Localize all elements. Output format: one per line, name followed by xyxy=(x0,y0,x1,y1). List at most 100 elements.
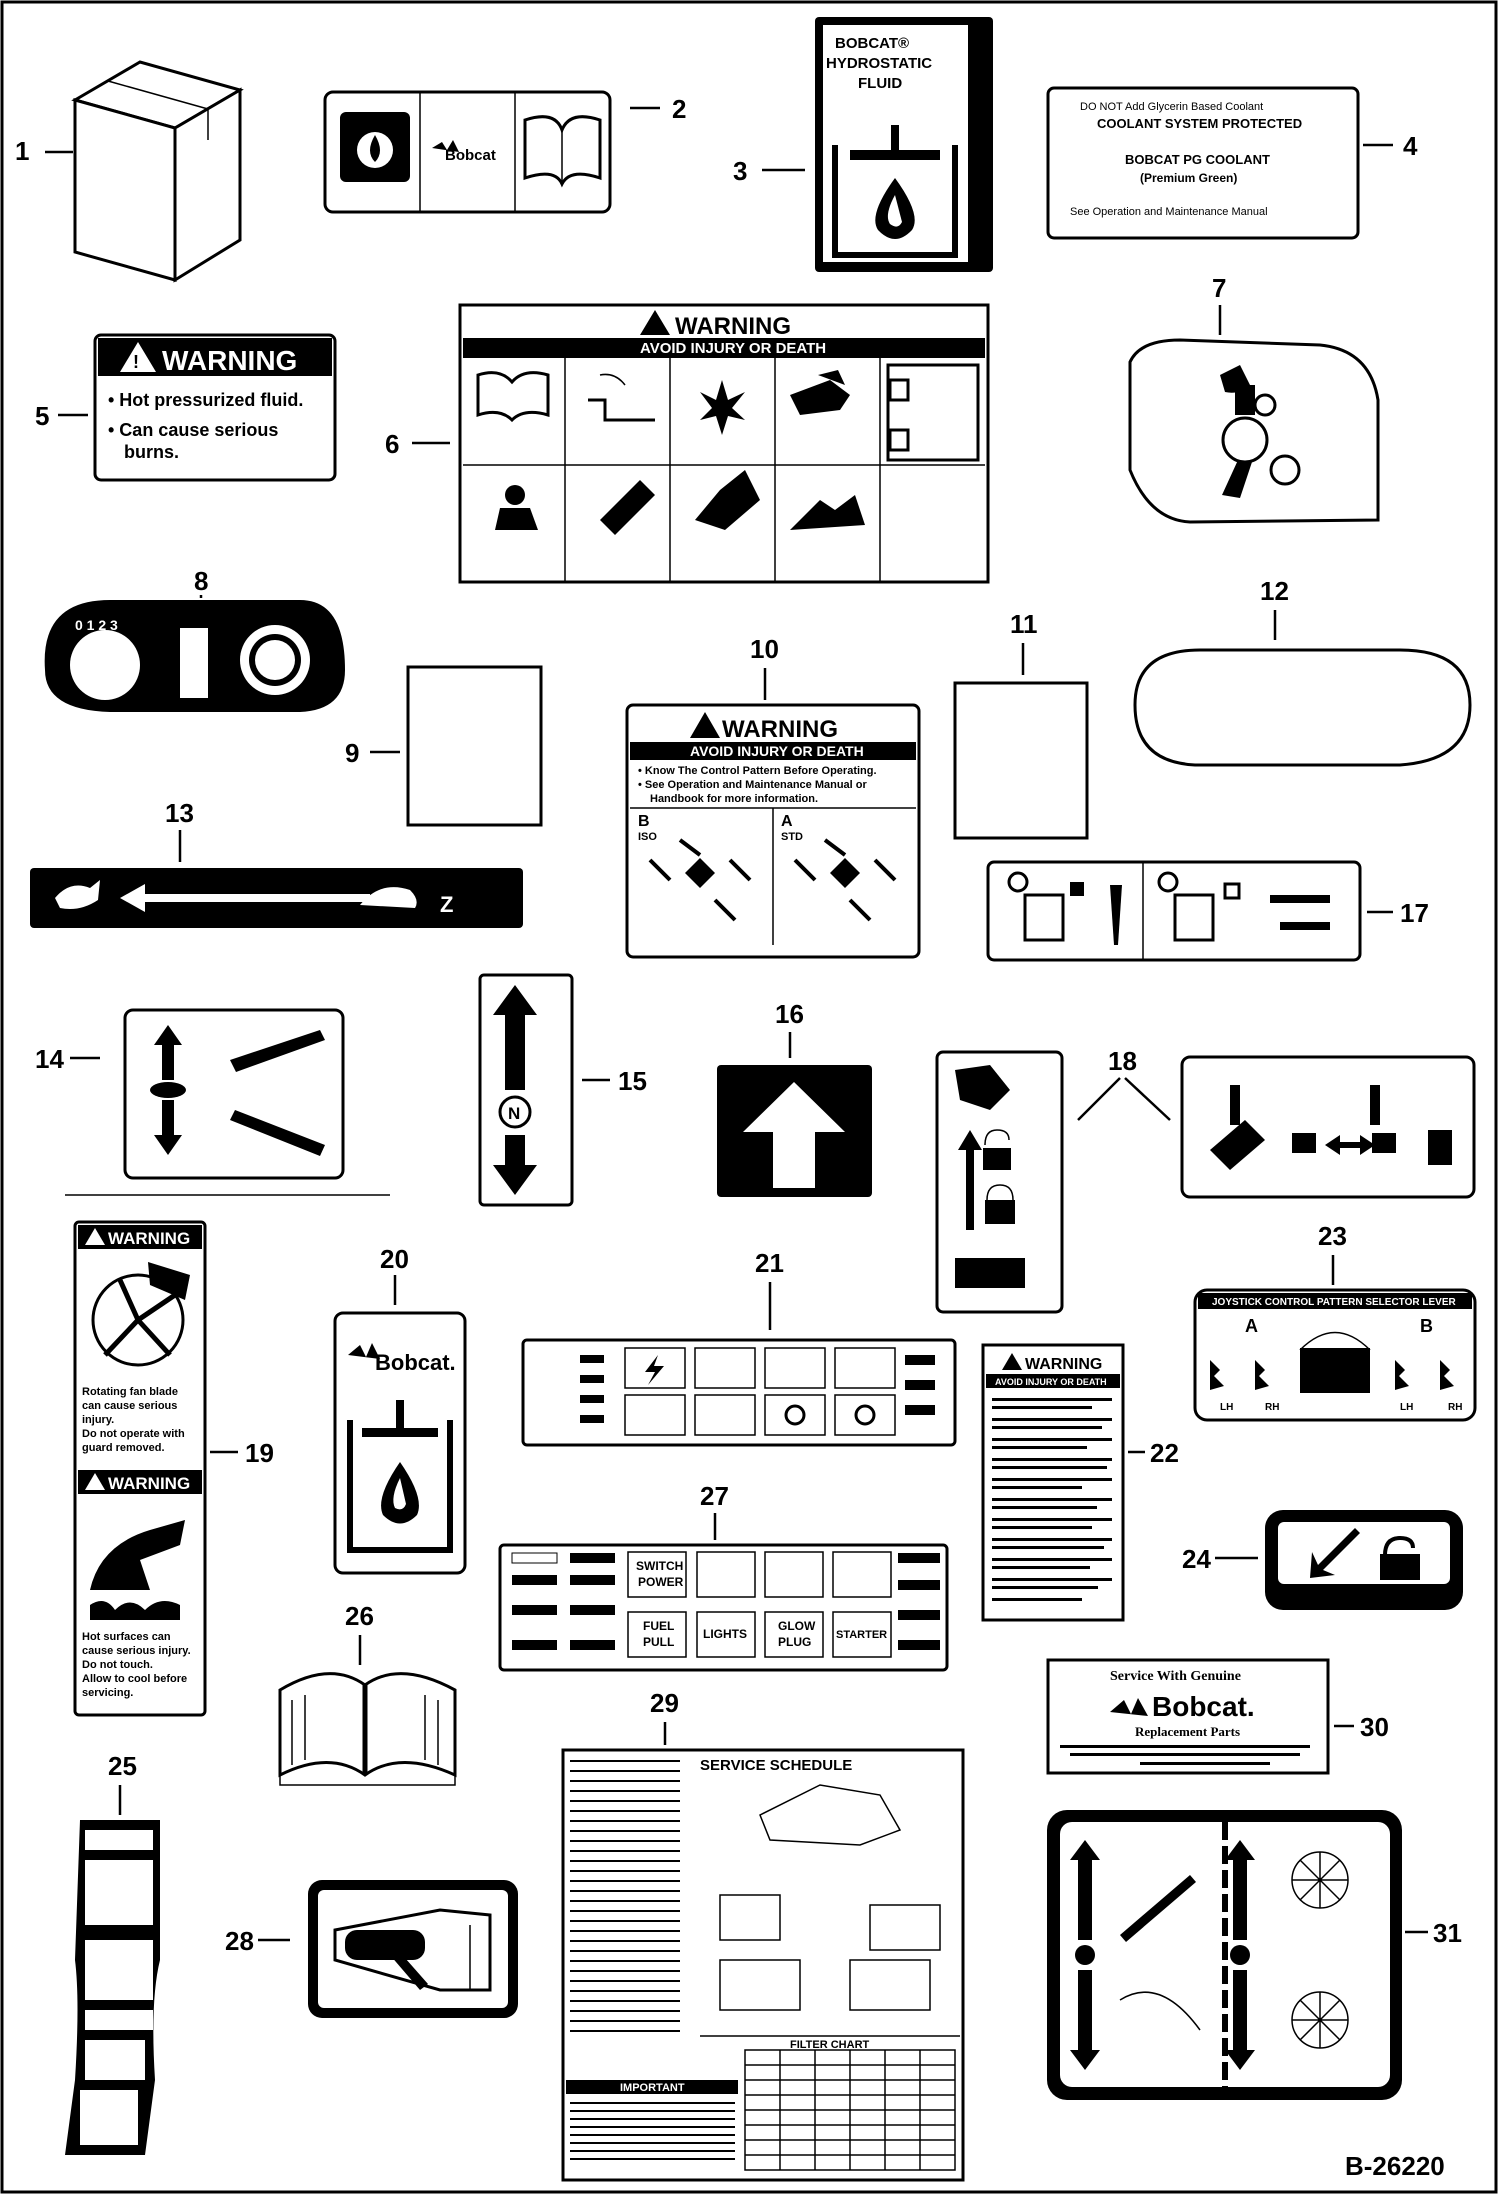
part-25-pattern-strip-decal: 25 xyxy=(65,1751,160,2155)
callout-19: 19 xyxy=(245,1438,274,1468)
decal-10-right-sub: STD xyxy=(781,831,803,843)
callout-6: 6 xyxy=(385,429,399,459)
decal-4-line1: DO NOT Add Glycerin Based Coolant xyxy=(1080,101,1263,113)
part-31-control-decal: 31 xyxy=(1047,1810,1462,2100)
decal-10-header: WARNING xyxy=(722,716,838,743)
callout-13: 13 xyxy=(165,798,194,828)
decal-19-top-line2: can cause serious xyxy=(82,1400,177,1412)
callout-31: 31 xyxy=(1433,1918,1462,1948)
decal-19-bottom-line3: Do not touch. xyxy=(82,1659,153,1671)
callout-5: 5 xyxy=(35,401,49,431)
callout-26: 26 xyxy=(345,1601,374,1631)
part-10-warning-decal: WARNING AVOID INJURY OR DEATH • Know The… xyxy=(625,634,921,959)
part-20-fluid-decal: Bobcat. 20 xyxy=(333,1244,467,1575)
decal-19-top-line4: Do not operate with xyxy=(82,1428,185,1440)
part-2-decal: Bobcat 2 xyxy=(323,90,686,214)
callout-1: 1 xyxy=(15,136,29,166)
part-26-manual-icon: 26 xyxy=(278,1601,457,1786)
part-5-warning-decal: ! WARNING • Hot pressurized fluid. • Can… xyxy=(35,333,337,482)
decal-4-line5: See Operation and Maintenance Manual xyxy=(1070,206,1268,218)
callout-8: 8 xyxy=(194,566,208,596)
decal-19-bottom-line4: Allow to cool before xyxy=(82,1673,187,1685)
decal-23-rh-right: RH xyxy=(1448,1402,1462,1413)
callout-21: 21 xyxy=(755,1248,784,1278)
decal-19-header-top: WARNING xyxy=(108,1229,190,1248)
decal-19-top-line3: injury. xyxy=(82,1414,114,1426)
callout-18: 18 xyxy=(1108,1046,1137,1076)
decal-19-bottom-line2: cause serious injury. xyxy=(82,1645,191,1657)
decal-29-filter-chart: FILTER CHART xyxy=(790,2039,870,2051)
callout-11: 11 xyxy=(1010,609,1038,639)
part-6-warning-decal: WARNING AVOID INJURY OR DEATH 6 xyxy=(385,303,990,584)
decal-10-line3: Handbook for more information. xyxy=(650,793,818,805)
part-15-neutral-decal: N 15 xyxy=(478,973,647,1207)
decal-19-bottom-line5: servicing. xyxy=(82,1687,133,1699)
decal-4-line3: BOBCAT PG COOLANT xyxy=(1125,152,1270,167)
decal-4-line4: (Premium Green) xyxy=(1140,171,1237,185)
callout-28: 28 xyxy=(225,1926,254,1956)
callout-23: 23 xyxy=(1318,1221,1347,1251)
callout-15: 15 xyxy=(618,1066,647,1096)
part-1-box: 1 xyxy=(15,60,244,283)
decal-23-lh-right: LH xyxy=(1400,1402,1413,1413)
decal-10-right-label: A xyxy=(781,813,793,830)
callout-16: 16 xyxy=(775,999,804,1029)
decal-15-neutral: N xyxy=(508,1104,520,1123)
callout-12: 12 xyxy=(1260,576,1289,606)
decal-27-fuel-pull-2: PULL xyxy=(643,1635,674,1649)
decal-13-z: Z xyxy=(440,892,453,917)
decal-27-lights: LIGHTS xyxy=(703,1627,747,1641)
callout-9: 9 xyxy=(345,738,359,768)
callout-25: 25 xyxy=(108,1751,137,1781)
decal-5-line2: • Can cause serious xyxy=(108,420,278,440)
part-4-coolant-decal: DO NOT Add Glycerin Based Coolant COOLAN… xyxy=(1046,86,1418,240)
decal-27-glow-plug-1: GLOW xyxy=(778,1619,816,1633)
decal-23-pattern-a: A xyxy=(1245,1316,1258,1336)
decal-30-line2: Replacement Parts xyxy=(1135,1724,1240,1739)
decal-27-glow-plug-2: PLUG xyxy=(778,1635,811,1649)
decal-19-top-line5: guard removed. xyxy=(82,1442,165,1454)
decal-23-lh-left: LH xyxy=(1220,1402,1233,1413)
decal-27-fuel-pull-1: FUEL xyxy=(643,1619,674,1633)
figure-id: B-26220 xyxy=(1345,2151,1445,2181)
decal-23-rh-left: RH xyxy=(1265,1402,1279,1413)
part-18-lock-decals: 18 xyxy=(935,1046,1476,1314)
part-29-service-schedule-decal: SERVICE SCHEDULE FILTER CHART xyxy=(561,1688,965,2182)
part-3-hydrostatic-fluid-decal: BOBCAT® HYDROSTATIC FLUID 3 xyxy=(733,17,993,272)
decal-5-line3: burns. xyxy=(124,442,179,462)
decal-6-header: WARNING xyxy=(675,313,791,340)
part-21-switch-panel-decal: 21 xyxy=(521,1248,957,1447)
decal-19-header-bottom: WARNING xyxy=(108,1474,190,1493)
decal-8-scale: 0 1 2 3 xyxy=(75,617,118,633)
callout-29: 29 xyxy=(650,1688,679,1718)
decal-5-header: WARNING xyxy=(162,345,297,376)
callout-14: 14 xyxy=(35,1044,64,1074)
decal-19-top-line1: Rotating fan blade xyxy=(82,1386,178,1398)
decal-3-line3: FLUID xyxy=(858,75,902,92)
callout-20: 20 xyxy=(380,1244,409,1274)
decal-27-starter: STARTER xyxy=(836,1629,887,1641)
callout-22: 22 xyxy=(1150,1438,1179,1468)
part-22-warning-decal: WARNING AVOID INJURY OR DEATH 22 xyxy=(981,1343,1179,1622)
part-27-switch-panel-decal: SWITCH POWER FUEL PULL LIGHTS GLOW PLUG … xyxy=(498,1481,949,1672)
callout-2: 2 xyxy=(672,94,686,124)
decal-10-subheader: AVOID INJURY OR DEATH xyxy=(690,743,864,759)
decal-10-line1: • Know The Control Pattern Before Operat… xyxy=(638,765,877,777)
decal-30-brand: Bobcat. xyxy=(1152,1691,1255,1722)
part-16-arrow-decal: 16 xyxy=(717,999,872,1197)
part-14-lever-decal: 14 xyxy=(35,1008,390,1196)
part-8-heater-control-decal: 0 1 2 3 8 xyxy=(44,566,346,712)
part-12-oval-decal: 12 xyxy=(1133,576,1472,767)
callout-10: 10 xyxy=(750,634,779,664)
decal-27-switch-power-2: POWER xyxy=(638,1575,684,1589)
decal-29-title: SERVICE SCHEDULE xyxy=(700,1757,852,1774)
decal-22-subheader: AVOID INJURY OR DEATH xyxy=(995,1377,1107,1387)
part-11-blank-decal: 11 xyxy=(953,609,1089,840)
decal-19-bottom-line1: Hot surfaces can xyxy=(82,1631,171,1643)
part-24-lock-decal: 24 xyxy=(1182,1510,1463,1610)
decal-3-line1: BOBCAT® xyxy=(835,35,909,52)
decal-10-left-sub: ISO xyxy=(638,831,657,843)
callout-4: 4 xyxy=(1403,131,1418,161)
callout-30: 30 xyxy=(1360,1712,1389,1742)
